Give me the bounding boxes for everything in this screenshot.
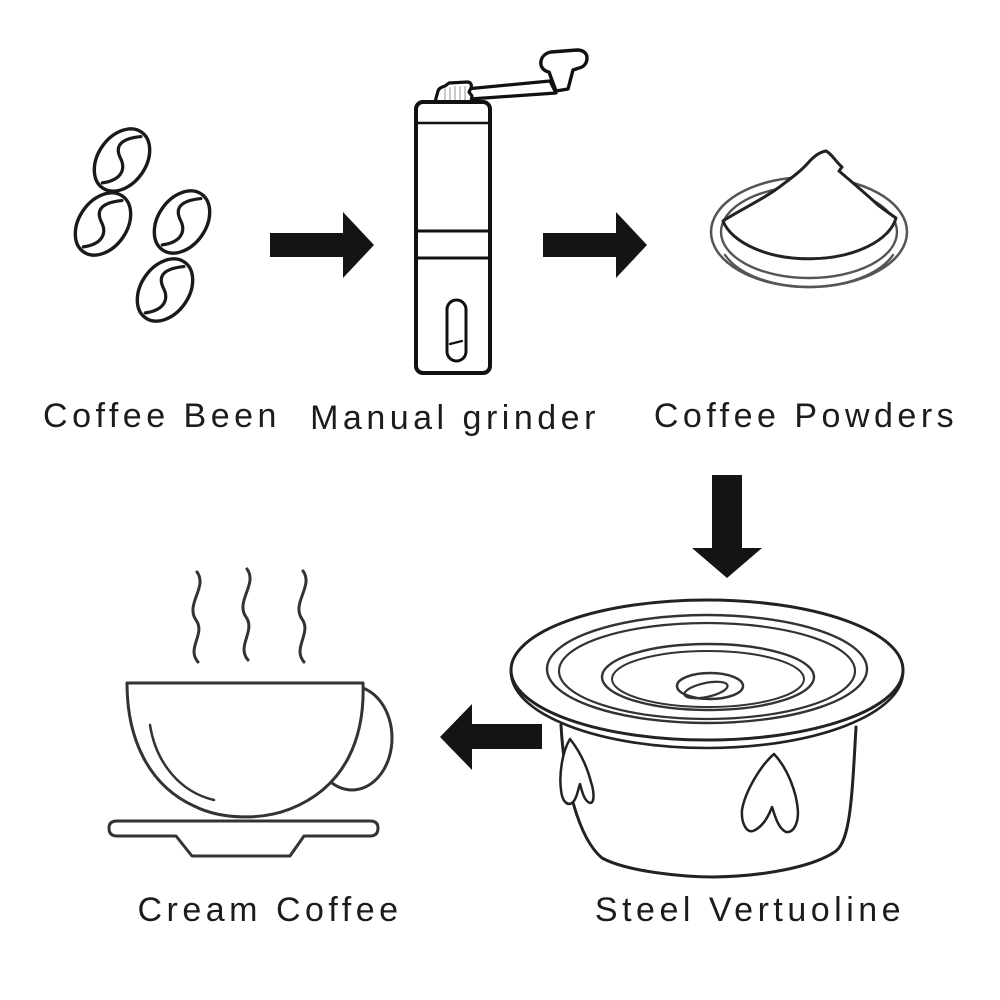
cream-coffee-icon bbox=[107, 567, 394, 858]
coffee-beans-icon bbox=[62, 116, 223, 334]
label-manual-grinder: Manual grinder bbox=[310, 399, 600, 437]
arrow-capsule-to-cup-icon bbox=[440, 704, 542, 770]
label-coffee-been: Coffee Been bbox=[43, 397, 281, 435]
manual-grinder-icon bbox=[414, 48, 589, 375]
steel-vertuoline-icon bbox=[509, 598, 905, 879]
arrow-grinder-to-powder-icon bbox=[543, 212, 647, 278]
label-cream-coffee: Cream Coffee bbox=[137, 891, 403, 929]
label-coffee-powders: Coffee Powders bbox=[653, 397, 959, 435]
arrow-powder-to-capsule-icon bbox=[692, 475, 762, 578]
coffee-powders-icon bbox=[709, 149, 909, 289]
steam-icon bbox=[191, 567, 308, 664]
label-steel-vertuoline: Steel Vertuoline bbox=[594, 891, 906, 929]
arrow-beans-to-grinder-icon bbox=[270, 212, 374, 278]
saucer bbox=[107, 819, 380, 858]
